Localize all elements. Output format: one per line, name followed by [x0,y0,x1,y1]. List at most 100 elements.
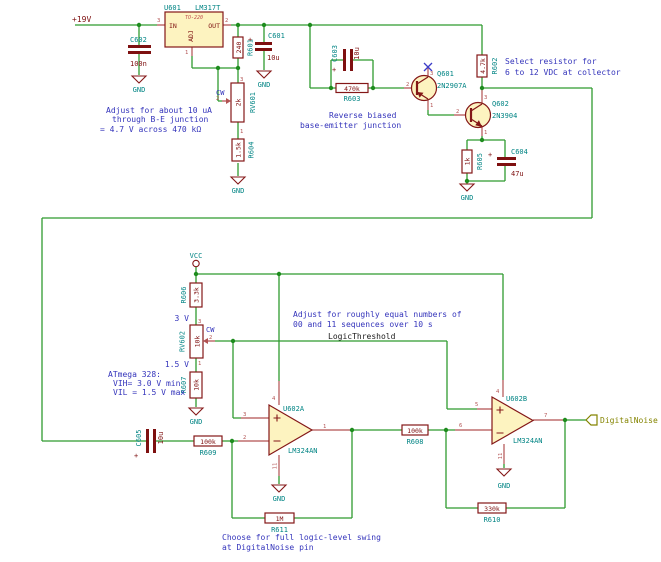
note-reverse-biased: Reverse biased base-emitter junction [300,111,401,130]
opamp-input-signs [273,414,281,442]
u601-value: LM317T [195,4,221,12]
r604-value: 1.5k [235,142,243,158]
r611-value: 1M [276,515,284,523]
component-r601: 240 R601 [232,36,255,59]
rv601-ref: RV601 [249,92,257,113]
note-line: Select resistor for [505,57,597,66]
r602-value: 4.7k [479,58,487,74]
note-line: Adjust for roughly equal numbers of [293,310,462,319]
note-adjust-current: Adjust for about 10 uA through B-E junct… [100,106,212,134]
u602a-pin-vm: 11 [273,463,279,470]
note-choose-swing: Choose for full logic-level swing at Dig… [222,533,381,552]
plus19v-label: +19V [72,15,91,24]
note-line: through B-E junction [112,115,209,124]
r604-ref: R604 [248,142,256,159]
q602-pin-b: 2 [456,109,459,115]
gnd-label: GND [258,81,271,89]
digitalnoise-label: DigitalNoise [600,416,658,425]
net-label-logicthreshold: LogicThreshold [328,332,396,341]
gnd-label: GND [133,86,146,94]
u602b-pin-vm: 11 [498,453,504,460]
q602-ref: Q602 [492,100,509,108]
rv601-value: 2k [234,99,242,107]
c605-polarity: + [134,452,138,460]
u602b-value: LM324AN [513,437,543,445]
c604-value: 47u [511,170,524,178]
u602a-pin-minus: 2 [243,435,246,441]
gnd-label: GND [498,482,511,490]
r611-ref: R611 [271,526,288,534]
r607-ref: R607 [180,377,188,394]
note-select-resistor: Select resistor for 6 to 12 VDC at colle… [505,57,621,77]
q601-pin-b: 2 [406,82,409,88]
u602b-pin-minus: 6 [459,423,462,429]
component-r608: 100k R608 [401,424,429,446]
c603-ref: C603 [331,45,339,62]
u602b-pin-plus: 5 [475,402,478,408]
q601-pin-e: 1 [430,103,433,109]
component-r602: 4.7k R602 [476,54,499,78]
u601-pin3: 3 [157,18,160,24]
component-rv602-potentiometer: 10k RV602 CW 3 2 1 [179,319,216,367]
component-c605: + C605 10u [134,429,165,460]
u602a-pin-vp: 4 [272,396,276,402]
r608-ref: R608 [407,438,424,446]
component-u601-regulator: U601 LM317T TO-220 IN OUT ADJ 3 2 1 [157,4,228,56]
u601-package: TO-220 [185,15,203,21]
u602b-pin-out: 7 [544,413,547,419]
q601-pin-c: 3 [430,71,433,77]
rv601-cw-label: CW [216,89,225,97]
u601-pin-in: IN [169,22,177,30]
note-line: Reverse biased [329,111,397,120]
vcc-label: VCC [190,252,203,260]
r603-value: 470k [344,85,360,93]
note-line: 6 to 12 VDC at collector [505,68,621,77]
component-r606: 3.3k R606 [180,282,203,308]
component-c604: + C604 47u [488,148,528,178]
note-line: VIL = 1.5 V max [113,388,185,397]
vcc-port: VCC [190,252,203,268]
rv602-pin1: 1 [198,361,201,367]
u601-ref: U601 [164,4,181,12]
r601-value: 240 [235,42,243,54]
voltage-3v: 3 V [175,314,190,323]
no-connect-x-icon [423,62,433,72]
u602b-pin-vp: 4 [496,389,500,395]
component-u602b-opamp: 5 6 7 4 11 U602B LM324AN [459,389,547,459]
r602-ref: R602 [491,58,499,75]
component-r610: 330k R610 [477,502,507,524]
rv602-pin3: 3 [198,319,201,325]
voltage-1v5: 1.5 V [165,360,189,369]
c603-value: 10u [353,47,361,60]
rv602-wiper-arrow [203,338,208,344]
component-r609: 100k R609 [193,435,223,457]
u602a-pin-out: 1 [323,424,326,430]
c605-value: 10u [157,432,165,445]
u601-pin1: 1 [185,50,188,56]
r608-value: 100k [407,427,423,435]
u602a-pin-plus: 3 [243,412,246,418]
note-line: VIH= 3.0 V min [113,379,181,388]
r609-ref: R609 [200,449,217,457]
gnd-label: GND [273,495,286,503]
r603-ref: R603 [344,95,361,103]
note-line: 00 and 11 sequences over 10 s [293,320,433,329]
c601-ref: C601 [268,32,285,40]
gnd-label: GND [190,418,203,426]
note-adjust-equal: Adjust for roughly equal numbers of 00 a… [293,310,462,329]
opamp-input-signs [496,406,504,434]
hier-label-digitalnoise: DigitalNoise [585,414,658,426]
r610-value: 330k [484,505,500,513]
gnd-label: GND [461,194,474,202]
r609-value: 100k [200,438,216,446]
c604-polarity: + [488,151,492,159]
note-line: Adjust for about 10 uA [106,106,212,115]
rv601-pin2: 2 [216,96,219,102]
r606-ref: R606 [180,287,188,304]
c602-value: 100n [130,60,147,68]
u601-pin2: 2 [225,18,228,24]
vcc-circle [192,259,200,268]
pin-lines [157,24,565,476]
note-line: at DigitalNoise pin [222,543,314,552]
u602a-value: LM324AN [288,447,318,455]
